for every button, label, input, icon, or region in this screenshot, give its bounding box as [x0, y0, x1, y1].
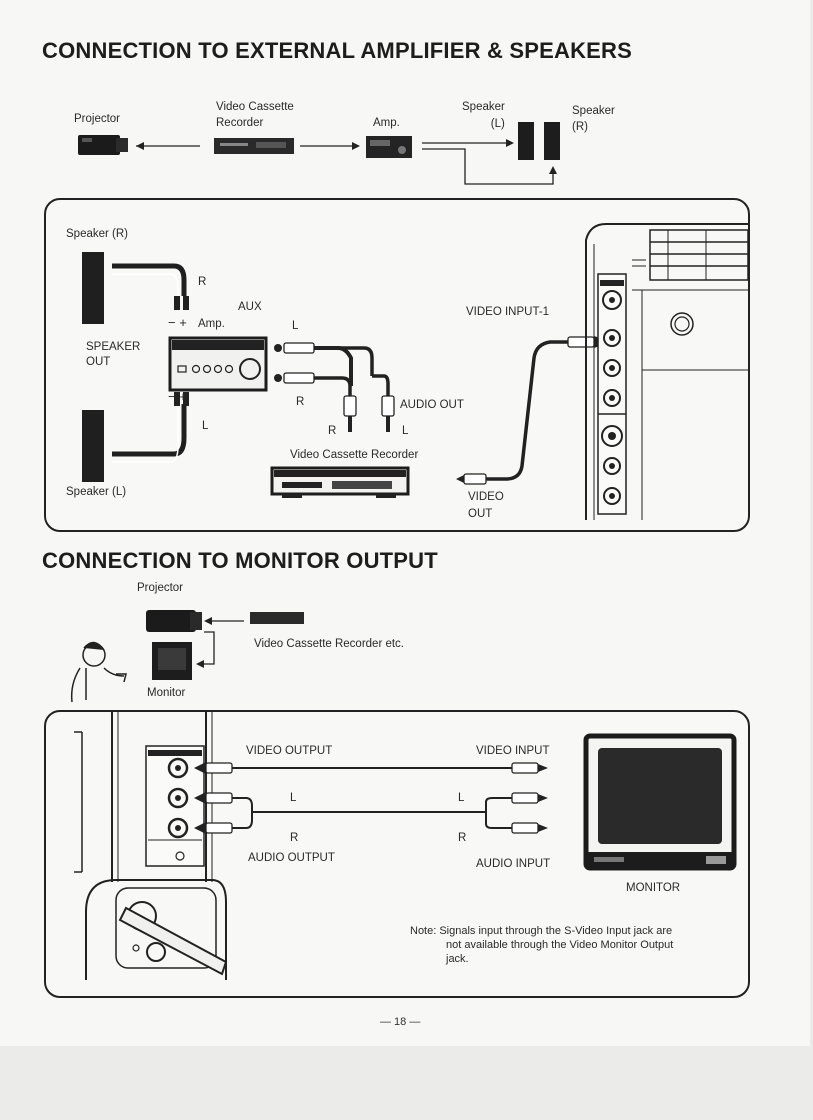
- flow-label-speaker-r: Speaker (R): [572, 105, 615, 133]
- panel-label-l-right: L: [458, 792, 465, 804]
- speaker-l-box: [82, 410, 104, 482]
- panel-label-r-right: R: [458, 832, 467, 844]
- panel-label-speaker-l: Speaker (L): [66, 486, 127, 498]
- panel-label-speaker-r: Speaker (R): [66, 228, 128, 240]
- panel-label-rca-r: R: [328, 425, 337, 437]
- flow-label-monitor: Monitor: [147, 687, 186, 699]
- panel-label-l-bottom: L: [202, 420, 209, 432]
- note-line-2: not available through the Video Monitor …: [446, 939, 674, 951]
- arrow-to-monitor: [196, 660, 204, 668]
- projector-illustration: [78, 135, 128, 155]
- arrow-to-projector-2: [204, 617, 212, 625]
- panel-label-amp: Amp.: [198, 318, 225, 330]
- panel-label-audio-out: AUDIO OUT: [400, 399, 464, 411]
- vcr-unit: [270, 466, 410, 498]
- flow-diagram-monitor: [70, 610, 304, 703]
- panel-label-monitor: MONITOR: [626, 882, 681, 894]
- section-title-monitor: CONNECTION TO MONITOR OUTPUT: [42, 548, 438, 573]
- panel-label-audio-input: AUDIO INPUT: [476, 858, 551, 870]
- flow-diagram-amplifier: [78, 122, 560, 185]
- flow-label-vcr-2: Video Cassette Recorder etc.: [254, 638, 405, 650]
- note-line-3: jack.: [446, 953, 469, 965]
- panel-label-video-input: VIDEO INPUT: [476, 745, 550, 757]
- manual-page: CONNECTION TO EXTERNAL AMPLIFIER & SPEAK…: [0, 0, 810, 1046]
- flow-label-vcr: Video Cassette Recorder: [216, 101, 294, 129]
- flow-label-projector: Projector: [74, 113, 121, 125]
- monitor-connection-panel: VIDEO OUTPUT VIDEO INPUT L R L R AUDIO O…: [44, 710, 750, 998]
- projector-side-panel: [74, 712, 228, 980]
- panel-label-r-top: R: [198, 276, 207, 288]
- arrow-to-speaker-l: [506, 139, 514, 147]
- panel-label-r-left: R: [290, 832, 299, 844]
- viewer-illustration: [70, 641, 127, 703]
- flow-label-amp: Amp.: [373, 117, 400, 129]
- panel-label-aux: AUX: [238, 301, 262, 313]
- panel-label-speaker-out: SPEAKER OUT: [86, 341, 141, 368]
- section-title-amplifier: CONNECTION TO EXTERNAL AMPLIFIER & SPEAK…: [42, 38, 633, 63]
- vcr-illustration: [214, 138, 294, 154]
- page-number: — 18 —: [380, 1016, 421, 1028]
- panel-label-video-input-1: VIDEO INPUT-1: [466, 306, 550, 318]
- panel-label-rca-l: L: [402, 425, 409, 437]
- panel-label-audio-output: AUDIO OUTPUT: [248, 852, 335, 864]
- speaker-r-illustration: [544, 122, 560, 160]
- monitor-wiring-diagram: [74, 712, 737, 980]
- arrow-to-amp: [352, 142, 360, 150]
- panel-label-vcr: Video Cassette Recorder: [290, 449, 419, 461]
- arrow-to-projector: [136, 142, 144, 150]
- panel-label-video-output: VIDEO OUTPUT: [246, 745, 333, 757]
- flow-label-speaker-l: Speaker (L): [462, 101, 505, 130]
- note-text: Note: Signals input through the S-Video …: [410, 924, 740, 966]
- note-line-1: Note: Signals input through the S-Video …: [410, 925, 673, 937]
- monitor-unit: [583, 733, 737, 871]
- panel-label-video-out: VIDEO OUT: [468, 491, 504, 520]
- panel-label-aux-r: R: [296, 396, 305, 408]
- speaker-l-illustration: [518, 122, 534, 160]
- amp-illustration: [366, 136, 412, 158]
- amplifier-wiring-diagram: [82, 223, 748, 520]
- amplifier-unit: [168, 336, 268, 392]
- panel-label-polarity-bottom: − +: [168, 389, 187, 404]
- speaker-r-box: [82, 252, 104, 324]
- amplifier-connection-panel: Speaker (R) R − + Amp. AUX SPEAKER OUT L…: [44, 198, 750, 532]
- projector-back-panel: [585, 223, 748, 520]
- arrow-to-speaker-r: [549, 166, 557, 174]
- projector-illustration-2: [146, 610, 202, 632]
- vcr-illustration-2: [250, 612, 304, 624]
- panel-label-polarity-top: − +: [168, 315, 187, 330]
- panel-label-aux-l: L: [292, 320, 299, 332]
- panel-label-l-left: L: [290, 792, 297, 804]
- flow-label-projector-2: Projector: [137, 582, 184, 594]
